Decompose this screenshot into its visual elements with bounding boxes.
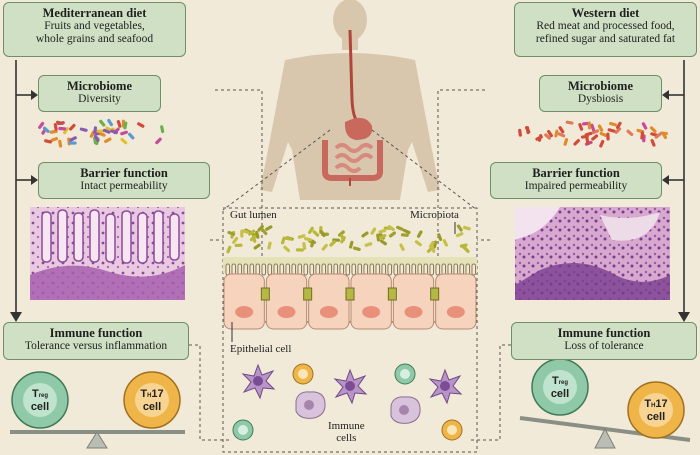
- lymphocyte-orange: [292, 363, 463, 441]
- barrier-box-right: Barrier function Impaired permeability: [490, 162, 662, 199]
- microbiome-title-left: Microbiome: [66, 79, 133, 93]
- dendritic-cell: [241, 363, 276, 400]
- microbiome-state-left: Diversity: [78, 93, 121, 105]
- immune-title-left: Immune function: [49, 326, 143, 340]
- microbiota-label: Microbiota: [410, 209, 459, 221]
- macrophage: [390, 396, 421, 424]
- immune-state-right: Loss of tolerance: [564, 340, 644, 352]
- barrier-state-right: Impaired permeability: [524, 180, 628, 192]
- left-arrowhead: [10, 312, 22, 322]
- left-flow-arrow: [15, 60, 32, 315]
- dendritic-cell: [333, 368, 368, 405]
- mediterranean-diet-title: Mediterranean diet: [42, 6, 147, 20]
- microbiome-state-right: Dysbiosis: [577, 93, 624, 105]
- mediterranean-diet-line1: Fruits and vegetables,: [44, 20, 145, 32]
- immune-cells-label: Immune cells: [328, 420, 365, 444]
- immune-cells-label-line2: cells: [336, 432, 357, 444]
- th17-label-left: TH17 cell: [140, 388, 164, 413]
- microbiome-title-right: Microbiome: [567, 79, 634, 93]
- immune-cells-label-line1: Immune: [328, 420, 365, 432]
- microbiome-box-left: Microbiome Diversity: [38, 75, 161, 112]
- tissue-micrograph-intact: [30, 207, 185, 300]
- macrophage: [295, 391, 326, 419]
- right-arrowhead: [678, 312, 690, 322]
- mediterranean-diet-line2: whole grains and seafood: [35, 33, 154, 45]
- immune-box-right: Immune function Loss of tolerance: [511, 322, 697, 360]
- barrier-state-left: Intact permeability: [80, 180, 168, 192]
- lumen-microbiota: [226, 224, 471, 254]
- digestive-tract: [322, 29, 383, 186]
- epithelial-layer: [223, 257, 477, 330]
- western-diet-title: Western diet: [571, 6, 640, 20]
- tissue-micrograph-impaired: [515, 207, 670, 300]
- immune-cells: [232, 363, 463, 441]
- western-diet-line2: refined sugar and saturated fat: [535, 33, 676, 45]
- dendritic-cell: [428, 368, 463, 405]
- microbiome-bacteria-left: [38, 118, 165, 148]
- immune-box-left: Immune function Tolerance versus inflamm…: [3, 322, 189, 360]
- western-diet-box: Western diet Red meat and processed food…: [514, 2, 697, 57]
- lymphocyte-green: [232, 363, 416, 441]
- immune-title-right: Immune function: [557, 326, 651, 340]
- treg-label-right: Treg cell: [550, 375, 570, 400]
- treg-label-left: Treg cell: [30, 388, 50, 413]
- immune-state-left: Tolerance versus inflammation: [24, 340, 168, 352]
- barrier-box-left: Barrier function Intact permeability: [38, 162, 210, 199]
- microbiome-bacteria-right: [518, 120, 668, 148]
- microbiome-box-right: Microbiome Dysbiosis: [539, 75, 662, 112]
- balance-scale-right: [519, 358, 691, 449]
- barrier-title-left: Barrier function: [80, 166, 168, 180]
- right-flow-arrow: [668, 60, 685, 315]
- barrier-title-right: Barrier function: [532, 166, 620, 180]
- th17-label-right: TH17 cell: [644, 398, 668, 423]
- western-diet-line1: Red meat and processed food,: [536, 20, 675, 32]
- balance-scale-left: [10, 371, 185, 449]
- gut-lumen-label: Gut lumen: [230, 209, 277, 221]
- epithelial-cell-label: Epithelial cell: [230, 343, 292, 355]
- mediterranean-diet-box: Mediterranean diet Fruits and vegetables…: [3, 2, 186, 57]
